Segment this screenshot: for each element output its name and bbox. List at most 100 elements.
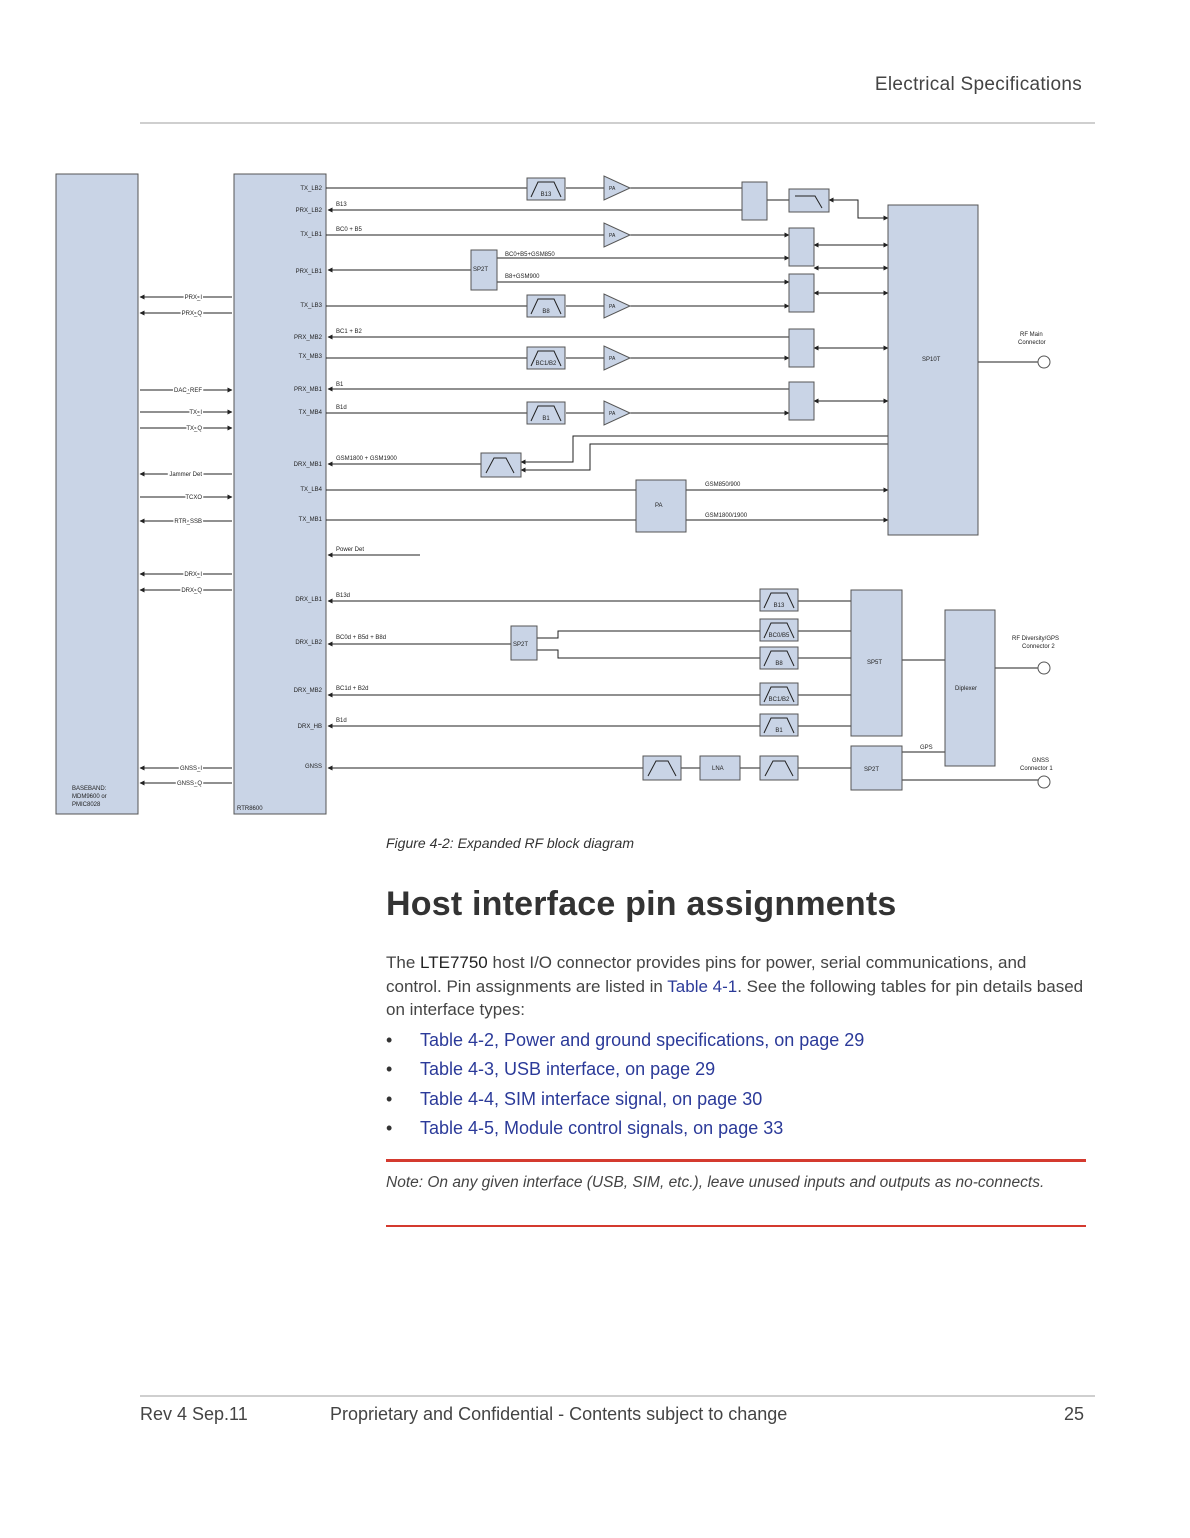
sp2t-gnss-label: SP2T bbox=[864, 767, 879, 773]
baseband-signal-label: DRX_Q bbox=[181, 588, 202, 594]
band-gsm1800-1900: GSM1800 + GSM1900 bbox=[336, 456, 398, 462]
rtr-pin-label: PRX_MB1 bbox=[294, 387, 323, 393]
gnss-filter-1 bbox=[642, 755, 682, 781]
gsm-rx-filter bbox=[480, 452, 522, 478]
svg-text:GNSS: GNSS bbox=[1032, 758, 1049, 764]
rtr-pin-label: TX_MB3 bbox=[299, 354, 323, 360]
rtr-pin-label: DRX_MB1 bbox=[294, 462, 323, 468]
filter-label: B1 bbox=[775, 728, 783, 734]
baseband-block bbox=[55, 173, 139, 815]
list-item: • Table 4-3, USB interface, on page 29 bbox=[386, 1055, 1086, 1084]
band-b1d-drx: B1d bbox=[336, 718, 347, 724]
sp2t-drx-label: SP2T bbox=[513, 642, 528, 648]
band-bc0-b5: BC0 + B5 bbox=[336, 227, 363, 233]
bandpass-symbol bbox=[763, 717, 795, 734]
table-4-3-link[interactable]: Table 4-3, USB interface, on page 29 bbox=[420, 1059, 716, 1080]
lowpass-filter bbox=[788, 188, 830, 213]
filter-label: BC1/B2 bbox=[536, 361, 557, 367]
rtr-pin-label: DRX_HB bbox=[298, 724, 322, 730]
duplexer-mb2 bbox=[788, 328, 815, 368]
rtr-pin-label: DRX_MB2 bbox=[294, 688, 323, 694]
bandpass-symbol bbox=[763, 592, 795, 609]
bandpass-filter bbox=[526, 401, 566, 425]
band-b1: B1 bbox=[336, 382, 344, 388]
bandpass-symbol bbox=[530, 350, 562, 367]
baseband-signal-label: Jammer Det bbox=[169, 472, 202, 478]
svg-text:RF Diversity/GPS: RF Diversity/GPS bbox=[1012, 636, 1059, 642]
bandpass-symbol bbox=[530, 181, 562, 198]
band-gsm850-900: GSM850/900 bbox=[705, 482, 741, 488]
table-4-5-link[interactable]: Table 4-5, Module control signals, on pa… bbox=[420, 1117, 784, 1138]
svg-text:PA: PA bbox=[609, 186, 616, 192]
rtr-pin-label: DRX_LB2 bbox=[295, 640, 322, 646]
baseband-signal-label: DAC_REF bbox=[174, 388, 202, 394]
sp2t-gnss bbox=[850, 745, 903, 791]
table-4-2-link[interactable]: Table 4-2, Power and ground specificatio… bbox=[420, 1030, 865, 1050]
footer-rule bbox=[140, 1395, 1095, 1397]
svg-text:PA: PA bbox=[609, 233, 616, 239]
header-rule bbox=[140, 122, 1095, 124]
sp10t-label: SP10T bbox=[922, 357, 941, 363]
footer-notice: Proprietary and Confidential - Contents … bbox=[330, 1404, 788, 1424]
list-item: •Table 4-2, Power and ground specificati… bbox=[386, 1026, 1086, 1055]
bullet-icon: • bbox=[386, 1088, 393, 1109]
power-det-label: Power Det bbox=[336, 547, 364, 553]
figure-caption: Figure 4-2: Expanded RF block diagram bbox=[386, 835, 634, 851]
bandpass-filter bbox=[759, 682, 799, 706]
svg-text:Connector 2: Connector 2 bbox=[1022, 644, 1055, 650]
rtr-pin-label: GNSS bbox=[305, 764, 322, 770]
band-b13d: B13d bbox=[336, 593, 350, 599]
table-4-4-link[interactable]: Table 4-4, SIM interface signal, on page… bbox=[420, 1088, 763, 1109]
bandpass-filter bbox=[526, 294, 566, 318]
filter-label: B13 bbox=[774, 603, 785, 609]
bandpass-filter bbox=[759, 588, 799, 612]
svg-text:PA: PA bbox=[609, 411, 616, 417]
bandpass-symbol bbox=[530, 298, 562, 315]
filter-label: BC0/B5 bbox=[769, 633, 790, 639]
bullet-icon: • bbox=[386, 1059, 393, 1080]
rtr-pin-label: PRX_LB2 bbox=[296, 208, 323, 214]
bandpass-symbol bbox=[763, 650, 795, 667]
filter-label: B8 bbox=[542, 309, 550, 315]
table-link-list: • Table 4-2, Power and ground specificati… bbox=[386, 1026, 1086, 1143]
intro-paragraph: The LTE7750 host I/O connector provides … bbox=[386, 951, 1086, 1022]
table-4-1-link[interactable]: Table 4-1 bbox=[667, 976, 738, 996]
band-gps: GPS bbox=[920, 745, 933, 751]
baseband-label-1: BASEBAND: bbox=[72, 786, 107, 792]
baseband-signal-label: TX_I bbox=[189, 410, 202, 416]
band-bc1-b2: BC1 + B2 bbox=[336, 329, 363, 335]
bandpass-symbol bbox=[763, 622, 795, 639]
band-b1d-tx: B1d bbox=[336, 405, 347, 411]
svg-text:RF Main: RF Main bbox=[1020, 332, 1043, 338]
svg-text:PA: PA bbox=[609, 304, 616, 310]
baseband-signal-label: TX_Q bbox=[186, 426, 202, 432]
band-b13: B13 bbox=[336, 202, 347, 208]
sp5t-label: SP5T bbox=[867, 660, 882, 666]
lowpass-symbol bbox=[795, 195, 823, 209]
rtr-label: RTR8600 bbox=[237, 806, 263, 812]
svg-text:Connector 1: Connector 1 bbox=[1020, 766, 1053, 772]
pa-gsm-block bbox=[635, 479, 687, 533]
note-text: Note: On any given interface (USB, SIM, … bbox=[386, 1174, 1045, 1191]
rtr-pin-label: PRX_LB1 bbox=[296, 269, 323, 275]
sp5t-switch bbox=[850, 589, 903, 737]
rtr-block bbox=[233, 173, 327, 815]
rtr-pin-label: DRX_LB1 bbox=[295, 597, 322, 603]
footer-revision: Rev 4 Sep.11 bbox=[140, 1404, 248, 1424]
pa-tx-lb3 bbox=[603, 293, 632, 319]
rtr-pin-label: TX_MB4 bbox=[299, 410, 323, 416]
running-header: Electrical Specifications bbox=[874, 74, 1082, 95]
baseband-label-2: MDM9600 or bbox=[72, 794, 107, 800]
baseband-signal-label: RTR_SSB bbox=[174, 519, 202, 525]
rtr-pin-label: TX_LB4 bbox=[300, 487, 322, 493]
filter-label: B13 bbox=[541, 192, 552, 198]
baseband-signal-label: GNSS_I bbox=[180, 766, 202, 772]
page-number: 25 bbox=[1063, 1404, 1084, 1424]
product-name: LTE7750 bbox=[420, 953, 488, 972]
pa-tx-lb2 bbox=[603, 175, 632, 201]
band-bc1d-b2d: BC1d + B2d bbox=[336, 686, 369, 692]
band-bc0d-b5d-b8d: BC0d + B5d + B8d bbox=[336, 635, 386, 641]
sp2t-drx bbox=[510, 625, 538, 661]
duplexer-lb1b bbox=[788, 273, 815, 313]
intro-text-1: The bbox=[386, 953, 421, 972]
